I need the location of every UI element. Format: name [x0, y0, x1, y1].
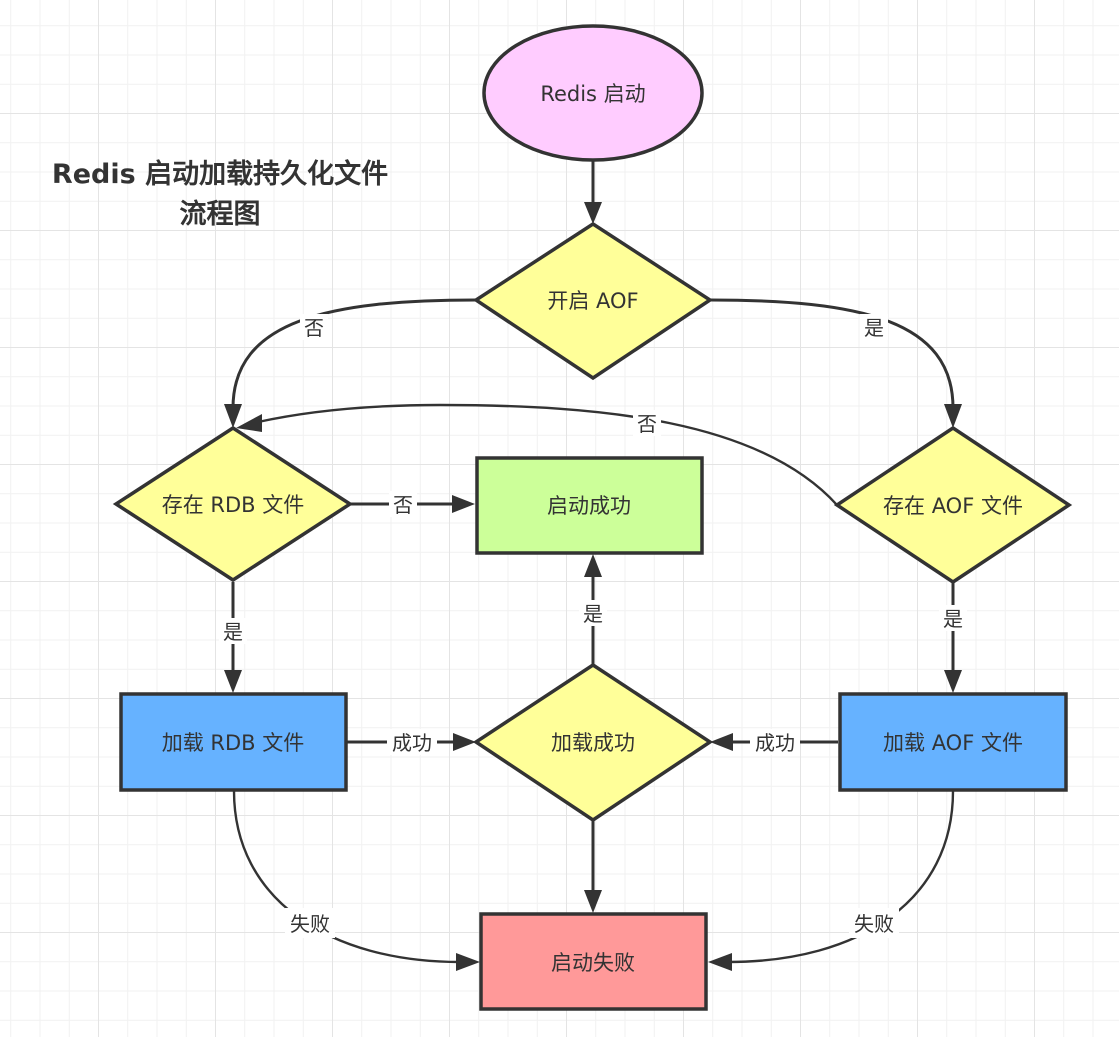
- start-ellipse: [482, 24, 704, 162]
- edge-label-rdb-load-ok: 成功: [387, 729, 437, 755]
- process-rect: [119, 692, 348, 792]
- edge-aof-no-to-rdb-exists: [231, 298, 477, 409]
- decision-diamond: [833, 425, 1073, 585]
- edge-label-load-ok-yes: 是: [579, 600, 607, 626]
- load-aof-label: 加载 AOF 文件: [883, 731, 1023, 755]
- label-bg: [300, 314, 328, 340]
- arrow-head: [708, 953, 732, 971]
- arrow-head: [710, 733, 733, 751]
- edge-label-aof-file-no: 否: [633, 410, 661, 436]
- label-text: 否: [393, 493, 413, 517]
- edge-label-rdb-load-fail: 失败: [285, 908, 335, 938]
- label-bg: [387, 729, 437, 755]
- start-label: Redis 启动: [540, 82, 645, 106]
- label-bg: [389, 491, 417, 517]
- load-success-decision[interactable]: 加载成功: [472, 662, 714, 823]
- arrow-head: [236, 414, 262, 432]
- edge-label-rdb-file-yes: 是: [219, 618, 247, 644]
- label-bg: [849, 908, 899, 938]
- edge-label-aof-load-fail: 失败: [849, 908, 899, 938]
- start-node[interactable]: Redis 启动: [482, 24, 704, 162]
- arrow-head: [944, 404, 962, 428]
- label-text: 否: [637, 412, 657, 436]
- aof-exists-decision[interactable]: 存在 AOF 文件: [833, 425, 1073, 585]
- edge-label-aof-no: 否: [300, 314, 328, 340]
- load-aof-node[interactable]: 加载 AOF 文件: [838, 692, 1068, 792]
- decision-diamond: [472, 221, 714, 381]
- rdb-exists-label: 存在 RDB 文件: [162, 493, 305, 517]
- process-rect: [838, 692, 1068, 792]
- aof-enabled-label: 开启 AOF: [547, 289, 638, 313]
- load-rdb-label: 加载 RDB 文件: [162, 731, 305, 755]
- load-success-label: 加载成功: [551, 731, 635, 755]
- label-bg: [860, 314, 888, 340]
- decision-diamond: [112, 425, 354, 583]
- arrow-head: [224, 670, 242, 693]
- arrow-head: [584, 202, 602, 224]
- label-bg: [750, 729, 800, 755]
- arrow-head: [584, 554, 602, 577]
- label-bg: [579, 600, 607, 626]
- label-bg: [633, 410, 661, 436]
- arrow-head: [944, 670, 962, 693]
- label-text: 是: [943, 607, 963, 631]
- edge-label-rdb-file-no: 否: [389, 491, 417, 517]
- diagram-title-line1: Redis 启动加载持久化文件: [51, 159, 389, 190]
- startup-success-node[interactable]: 启动成功: [475, 456, 704, 555]
- startup-success-label: 启动成功: [547, 494, 631, 518]
- label-bg: [285, 908, 335, 938]
- rdb-exists-decision[interactable]: 存在 RDB 文件: [112, 425, 354, 583]
- label-bg: [219, 618, 247, 644]
- arrow-head: [224, 404, 242, 428]
- diagram-title-line2: 流程图: [179, 199, 261, 230]
- label-text: 成功: [392, 731, 432, 755]
- arrow-head: [453, 733, 476, 751]
- aof-exists-label: 存在 AOF 文件: [883, 494, 1023, 518]
- edge-label-aof-file-yes: 是: [939, 605, 967, 631]
- label-text: 是: [223, 620, 243, 644]
- edge-aof-file-no-to-rdb-exists: [257, 403, 838, 506]
- label-text: 失败: [290, 912, 330, 936]
- startup-failure-label: 启动失败: [551, 951, 635, 975]
- arrow-head: [584, 890, 602, 913]
- edge-aof-yes-to-aof-exists: [709, 298, 955, 409]
- edge-label-aof-load-ok: 成功: [750, 729, 800, 755]
- label-text: 是: [864, 316, 884, 340]
- load-rdb-node[interactable]: 加载 RDB 文件: [119, 692, 348, 792]
- label-text: 失败: [854, 912, 894, 936]
- process-rect: [479, 912, 708, 1011]
- edge-label-aof-yes: 是: [860, 314, 888, 340]
- label-text: 成功: [755, 731, 795, 755]
- arrow-head: [456, 953, 480, 971]
- aof-enabled-decision[interactable]: 开启 AOF: [472, 221, 714, 381]
- arrow-head: [452, 495, 475, 513]
- edge-load-aof-fail-to-startup-failure: [727, 790, 955, 964]
- label-text: 是: [583, 602, 603, 626]
- edge-load-rdb-fail-to-startup-failure: [232, 790, 461, 964]
- startup-failure-node[interactable]: 启动失败: [479, 912, 708, 1011]
- label-bg: [939, 605, 967, 631]
- label-text: 否: [304, 316, 324, 340]
- decision-diamond: [472, 662, 714, 823]
- process-rect: [475, 456, 704, 555]
